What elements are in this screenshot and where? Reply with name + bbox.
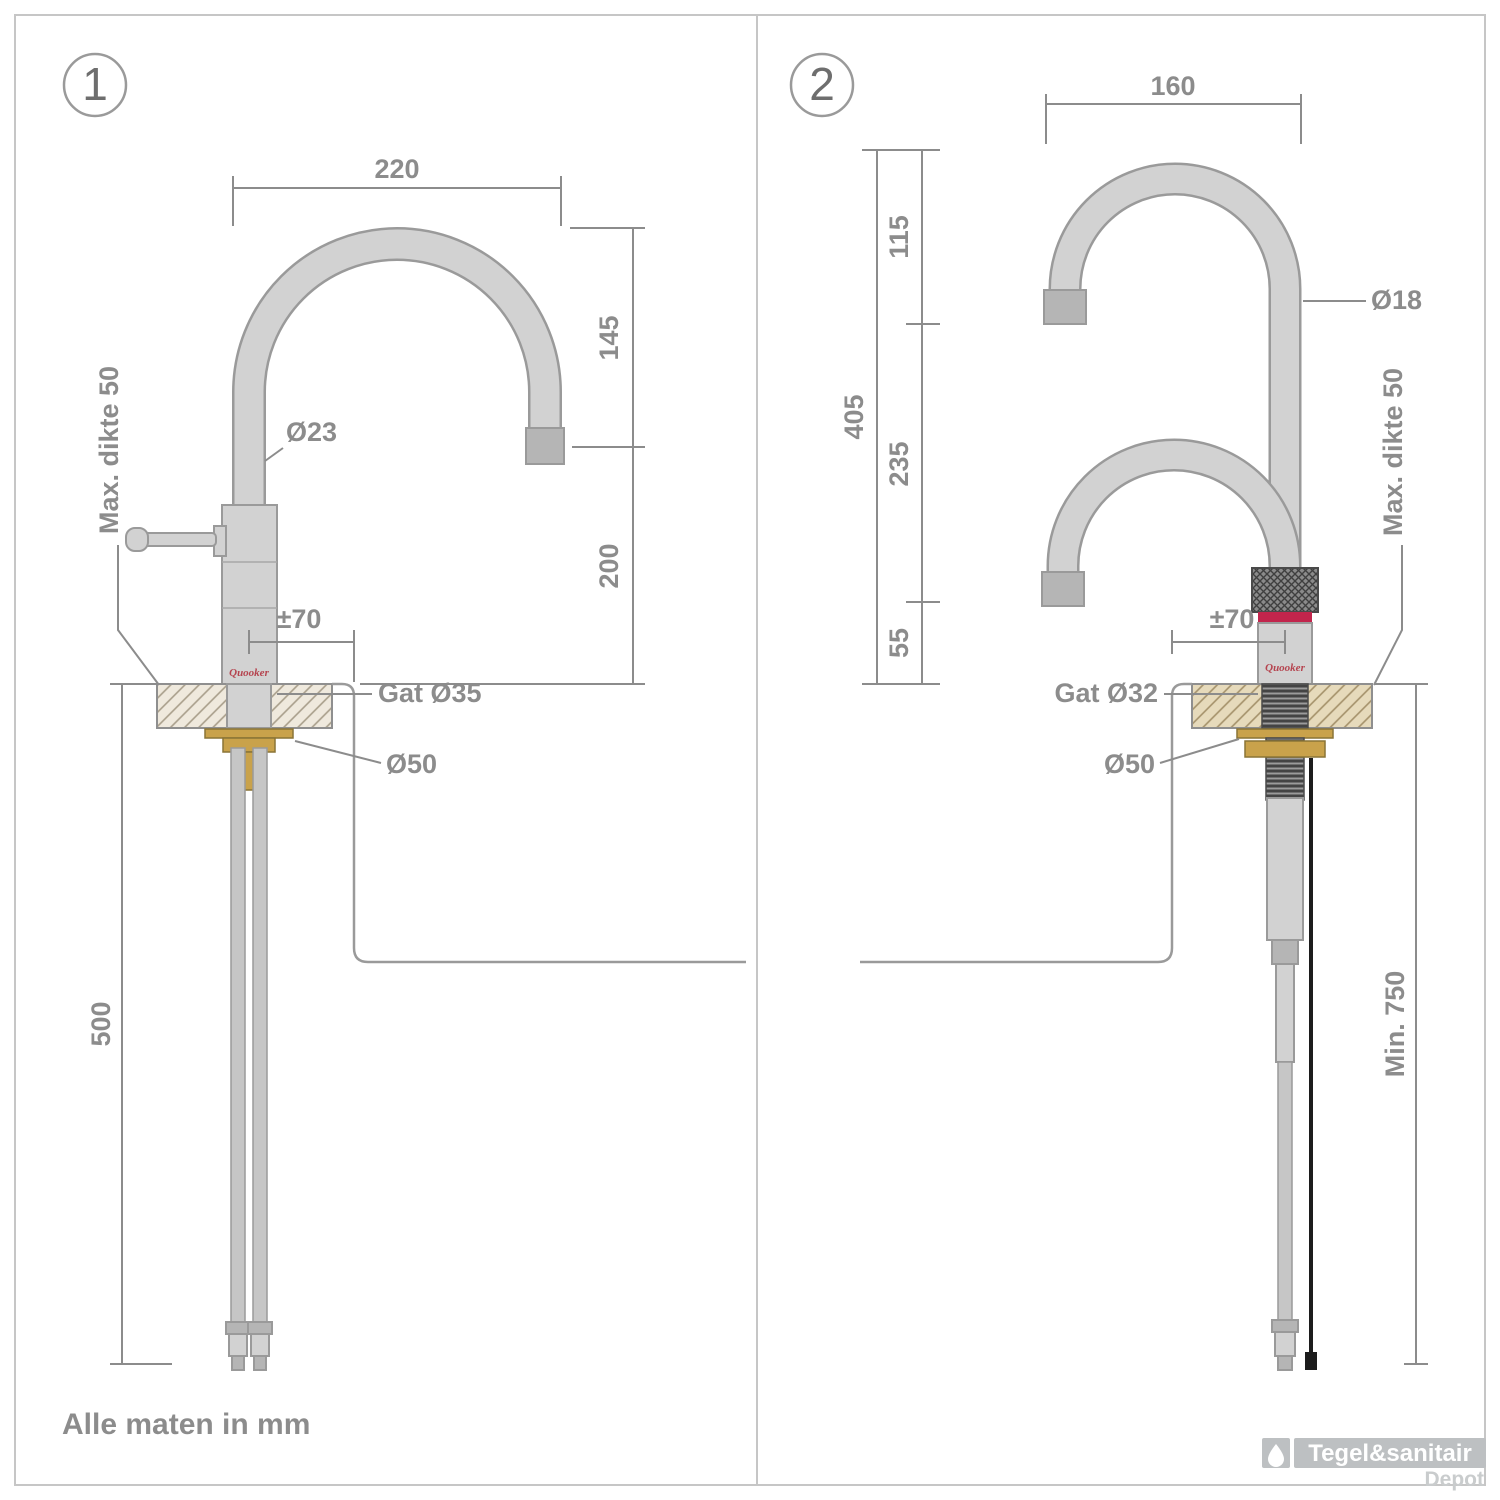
dim-label: 115 xyxy=(884,215,914,259)
dim-label: 160 xyxy=(1150,71,1195,101)
quooker-logo: Quooker xyxy=(1265,662,1305,674)
supply-hose xyxy=(230,747,246,1323)
dim-flange: Ø50 xyxy=(1104,738,1240,779)
dim-spout-diameter: Ø23 xyxy=(264,417,337,462)
hose-connector xyxy=(225,1321,251,1371)
faucet-body xyxy=(221,504,278,686)
mounting-washer xyxy=(204,728,294,739)
dim-max-thickness: Max. dikte 50 xyxy=(94,366,160,686)
dim-label: Ø23 xyxy=(286,417,337,447)
watermark-bar xyxy=(1294,1438,1486,1468)
watermark-title: Tegel&sanitair xyxy=(1308,1440,1472,1467)
hose-connector xyxy=(1271,1319,1299,1371)
dim-width-160: 160 xyxy=(1045,71,1302,144)
watermark-subtitle: Depot xyxy=(1425,1468,1485,1491)
dim-label: 405 xyxy=(839,394,869,439)
knurled-coupling xyxy=(1251,567,1319,613)
counter-edge-profile xyxy=(860,682,1192,964)
hose-connector xyxy=(247,1321,273,1371)
supply-hose xyxy=(1277,1061,1293,1321)
dim-label: Gat Ø32 xyxy=(1054,678,1158,708)
dim-pipe-diameter: Ø18 xyxy=(1303,285,1422,315)
units-note: Alle maten in mm xyxy=(62,1408,310,1441)
quooker-logo: Quooker xyxy=(229,667,269,679)
panel-1: 1 Quooker xyxy=(62,52,746,1441)
tall-spout-tube xyxy=(1051,165,1299,570)
dim-label: Max. dikte 50 xyxy=(94,366,124,534)
dim-label: Gat Ø35 xyxy=(378,678,482,708)
tall-spout-outlet xyxy=(1043,289,1087,325)
supply-hose xyxy=(252,747,268,1323)
dim-label: 500 xyxy=(86,1001,116,1046)
tube-reducer xyxy=(1271,939,1299,965)
page-border xyxy=(14,14,1486,1486)
dim-center-offset: ±70 xyxy=(248,604,355,682)
dim-max-thickness: Max. dikte 50 xyxy=(1373,368,1408,686)
spout-tube xyxy=(234,229,560,522)
dim-label: Ø50 xyxy=(1104,749,1155,779)
panel-2-number: 2 xyxy=(809,58,835,110)
dim-label: 55 xyxy=(884,628,914,658)
dim-heights-145-200: 145 200 xyxy=(360,227,645,685)
dim-below-500: 500 xyxy=(86,683,172,1365)
dim-height-stack: 115 235 55 405 xyxy=(839,149,940,685)
short-spout-tube xyxy=(1049,441,1299,584)
threaded-shank xyxy=(1261,683,1309,729)
dim-label: Max. dikte 50 xyxy=(1378,368,1408,536)
mounting-washer xyxy=(1236,728,1334,739)
dim-width-220: 220 xyxy=(232,154,562,226)
short-spout-base: Quooker xyxy=(860,438,1373,1371)
dim-label: Ø18 xyxy=(1371,285,1422,315)
counter-edge-profile xyxy=(332,682,746,964)
dim-center-offset: ±70 xyxy=(1171,604,1286,654)
mounting-nut xyxy=(1244,740,1326,758)
riser-tube xyxy=(1266,797,1304,941)
narrow-tube xyxy=(1275,963,1295,1063)
tall-spout xyxy=(1043,162,1302,570)
dim-label: 200 xyxy=(594,543,624,588)
cable-plug xyxy=(1305,1352,1317,1370)
dim-hole: Gat Ø32 xyxy=(1054,678,1258,708)
panel-1-number: 1 xyxy=(82,58,108,110)
droplet-icon xyxy=(1268,1444,1284,1467)
watermark: Tegel&sanitair Depot xyxy=(1262,1438,1486,1491)
panel-2-badge xyxy=(789,52,855,118)
body-seam xyxy=(222,561,277,609)
panel-1-badge xyxy=(62,52,128,118)
dim-label: Min. 750 xyxy=(1380,971,1410,1078)
dim-label: 235 xyxy=(884,441,914,486)
dim-below-min-750: Min. 750 xyxy=(1374,683,1428,1365)
red-ring xyxy=(1258,612,1312,623)
dim-label: Ø50 xyxy=(386,749,437,779)
dim-label: 145 xyxy=(594,315,624,360)
spout-outlet xyxy=(525,427,565,465)
panel-2: 2 Quooker xyxy=(789,52,1428,1371)
tap-shank xyxy=(226,683,272,729)
dim-hole: Gat Ø35 xyxy=(277,678,482,708)
dim-label: ±70 xyxy=(277,604,322,634)
handle-knob xyxy=(125,527,149,552)
faucet-1: Quooker xyxy=(125,227,746,1371)
dim-flange: Ø50 xyxy=(294,740,437,779)
dim-label: ±70 xyxy=(1210,604,1255,634)
short-spout-outlet xyxy=(1041,571,1085,607)
dim-label: 220 xyxy=(374,154,419,184)
